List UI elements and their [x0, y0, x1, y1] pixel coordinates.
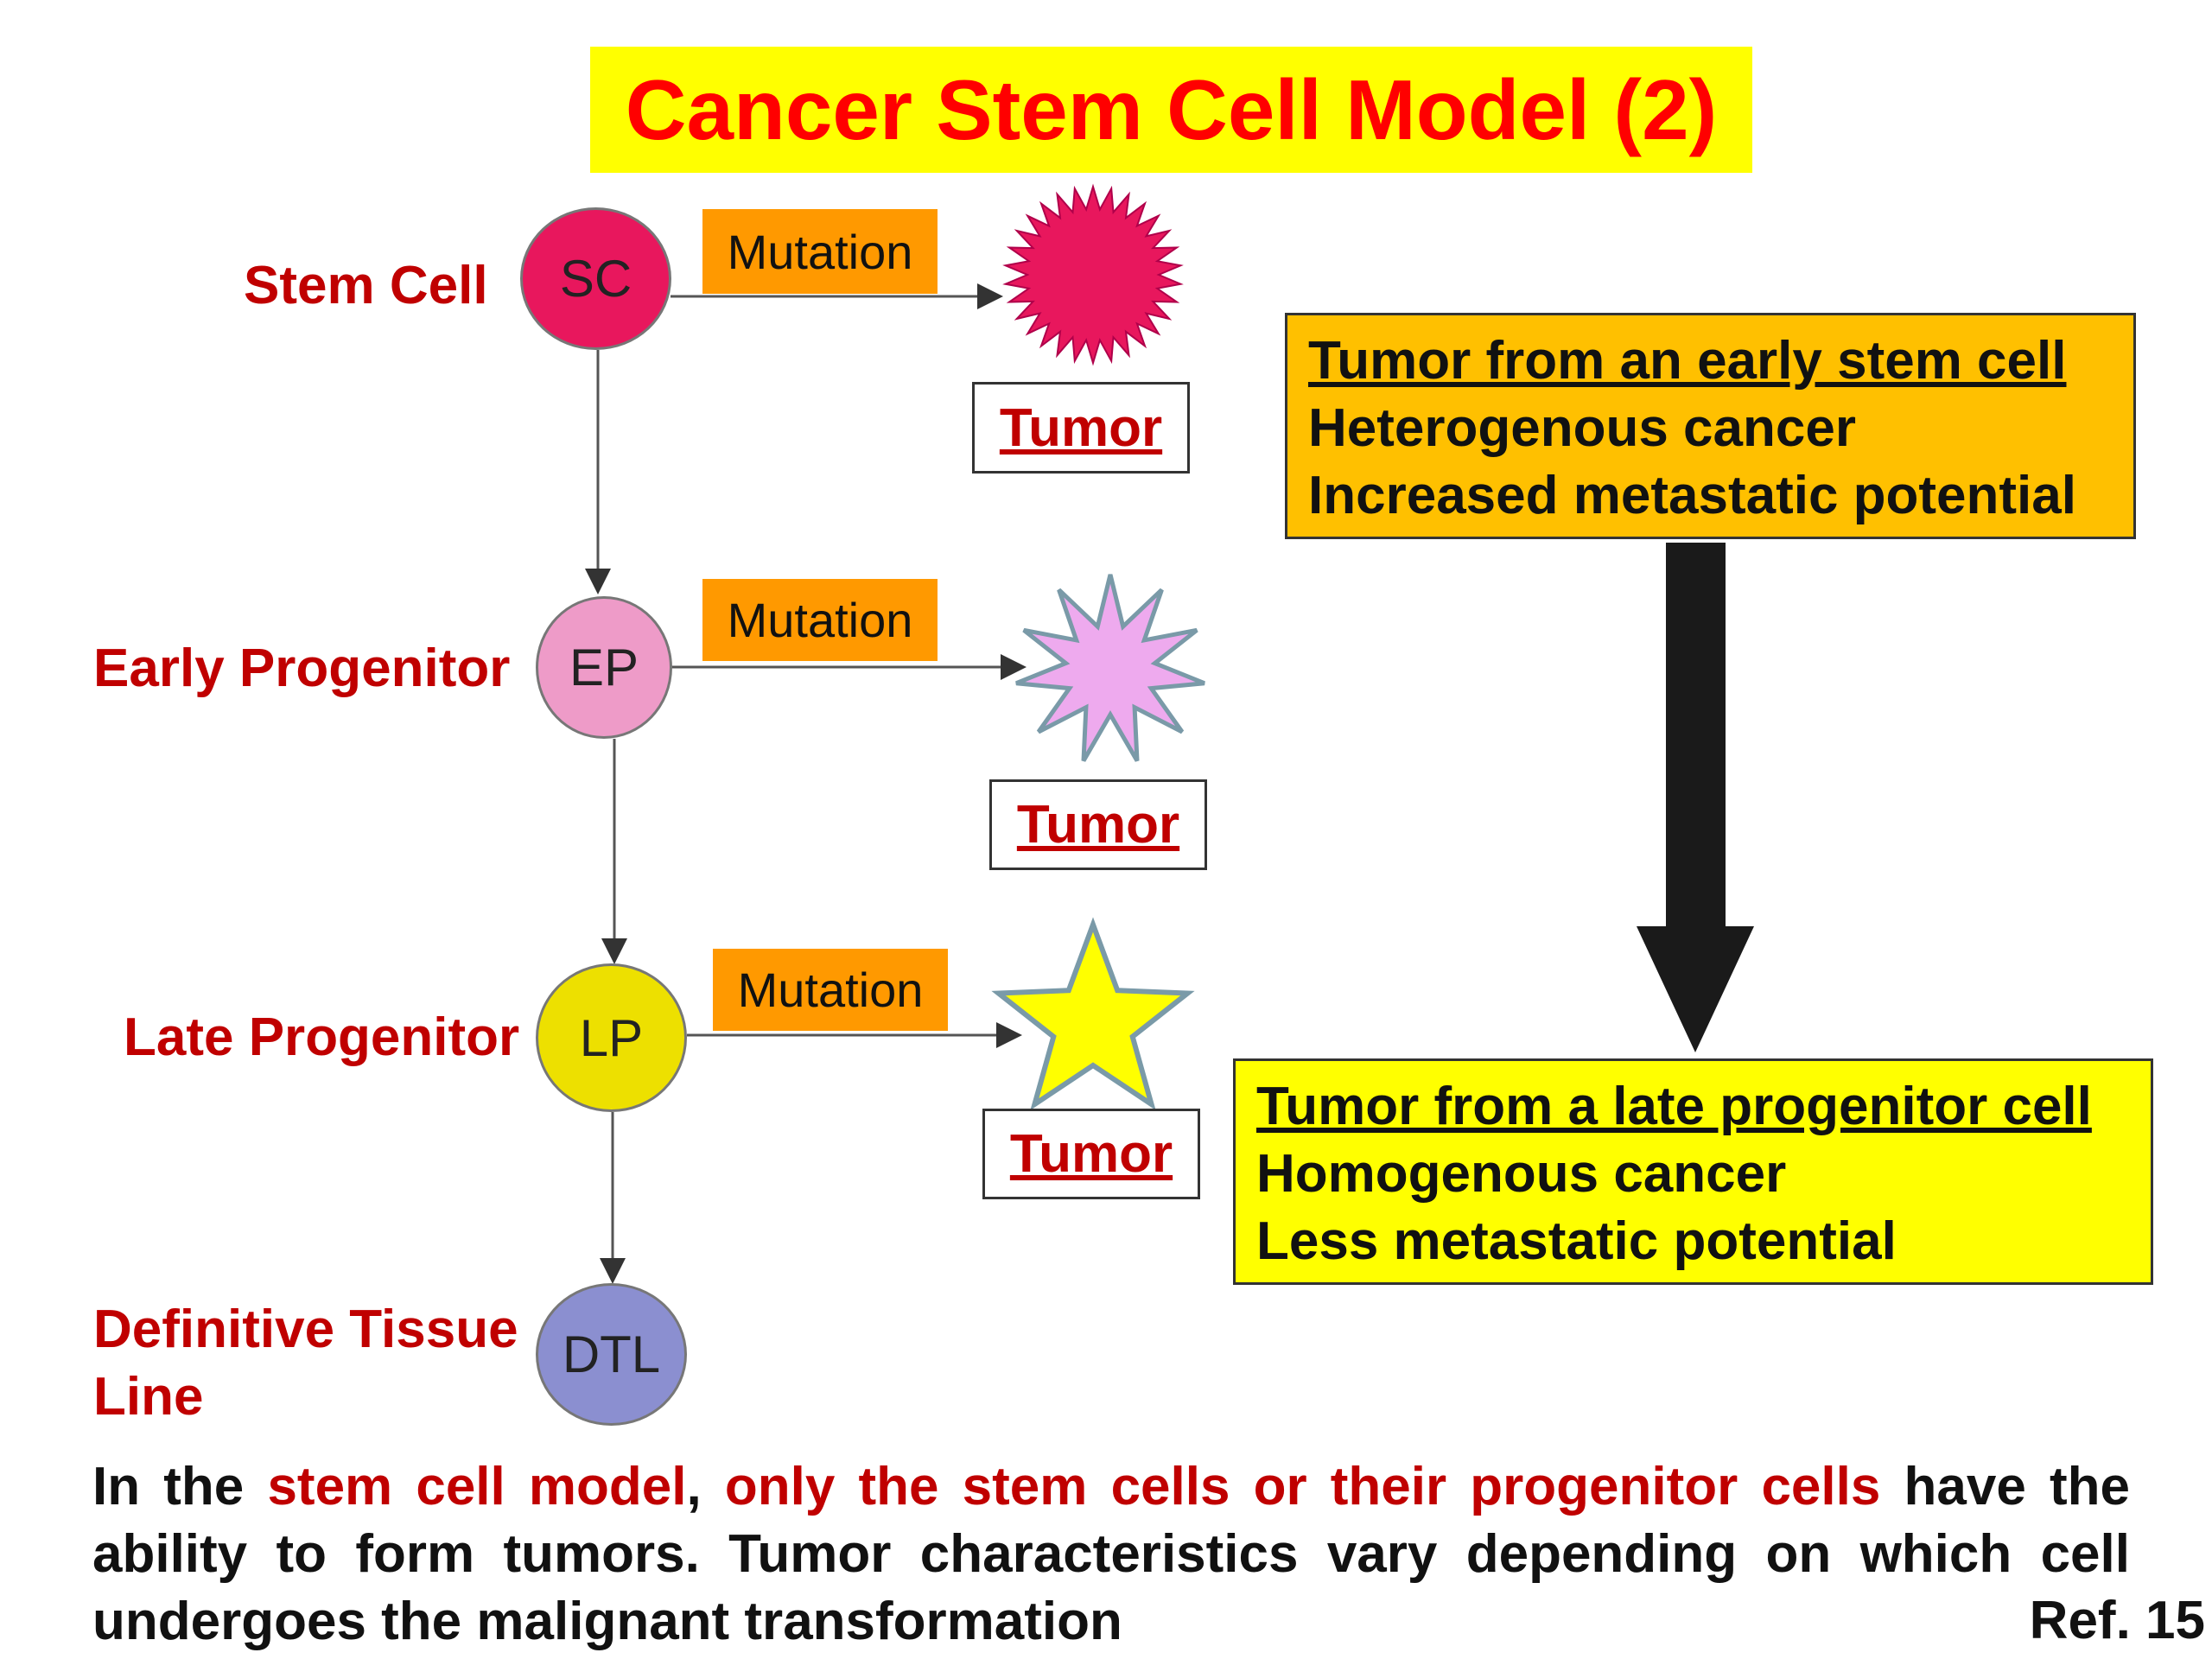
tumor-label-ep: Tumor — [989, 779, 1207, 870]
label-dtl-line2: Line — [93, 1366, 204, 1427]
cell-ep: EP — [536, 596, 672, 739]
late-box-line3: Less metastatic potential — [1256, 1211, 1897, 1271]
reference-note: Ref. 15 — [2029, 1591, 2205, 1650]
late-box-line2: Homogenous cancer — [1256, 1144, 1787, 1204]
early-box-line3: Increased metastatic potential — [1308, 466, 2076, 525]
page-title: Cancer Stem Cell Model (2) — [625, 61, 1718, 157]
title-banner: Cancer Stem Cell Model (2) — [590, 47, 1752, 173]
caption-part1: In the — [92, 1457, 268, 1516]
mutation-label-sc: Mutation — [702, 209, 938, 294]
label-definitive-tissue-line: Definitive Tissue Line — [93, 1296, 518, 1430]
label-early-progenitor: Early Progenitor — [93, 639, 511, 698]
cell-sc-label: SC — [559, 250, 632, 308]
caption-progenitor-emphasis: only the stem cells or their progenitor … — [724, 1457, 1881, 1516]
down-arrow — [1637, 543, 1754, 1052]
label-stem-cell: Stem Cell — [244, 256, 488, 315]
label-late-progenitor: Late Progenitor — [124, 1007, 520, 1067]
caption-part5: have the ability to form tumors. Tumor c… — [92, 1457, 2130, 1651]
cell-dtl: DTL — [536, 1283, 687, 1426]
early-box-line2: Heterogenous cancer — [1308, 398, 1856, 458]
cell-lp-label: LP — [579, 1008, 644, 1067]
mutation-label-ep: Mutation — [702, 579, 938, 661]
tumor-label-sc: Tumor — [972, 382, 1190, 474]
tumor-label-lp: Tumor — [982, 1109, 1200, 1199]
early-stem-info-box: Tumor from an early stem cell Heterogeno… — [1285, 313, 2136, 539]
caption-stem-cell-model: stem cell model — [267, 1457, 687, 1516]
cell-lp: LP — [536, 963, 687, 1112]
cell-sc: SC — [520, 207, 671, 350]
late-progenitor-info-box: Tumor from a late progenitor cell Homoge… — [1233, 1058, 2153, 1285]
cell-dtl-label: DTL — [562, 1325, 661, 1383]
tumor-early-shape — [1015, 574, 1205, 762]
tumor-late-shape — [991, 917, 1195, 1110]
early-box-heading: Tumor from an early stem cell — [1308, 331, 2067, 391]
caption: In the stem cell model, only the stem ce… — [92, 1453, 2130, 1656]
tumor-stem-shape — [1002, 183, 1184, 366]
label-dtl-line1: Definitive Tissue — [93, 1300, 518, 1359]
caption-part3: , — [686, 1457, 725, 1516]
cell-ep-label: EP — [569, 639, 639, 696]
mutation-label-lp: Mutation — [713, 949, 948, 1031]
late-box-heading: Tumor from a late progenitor cell — [1256, 1077, 2092, 1136]
